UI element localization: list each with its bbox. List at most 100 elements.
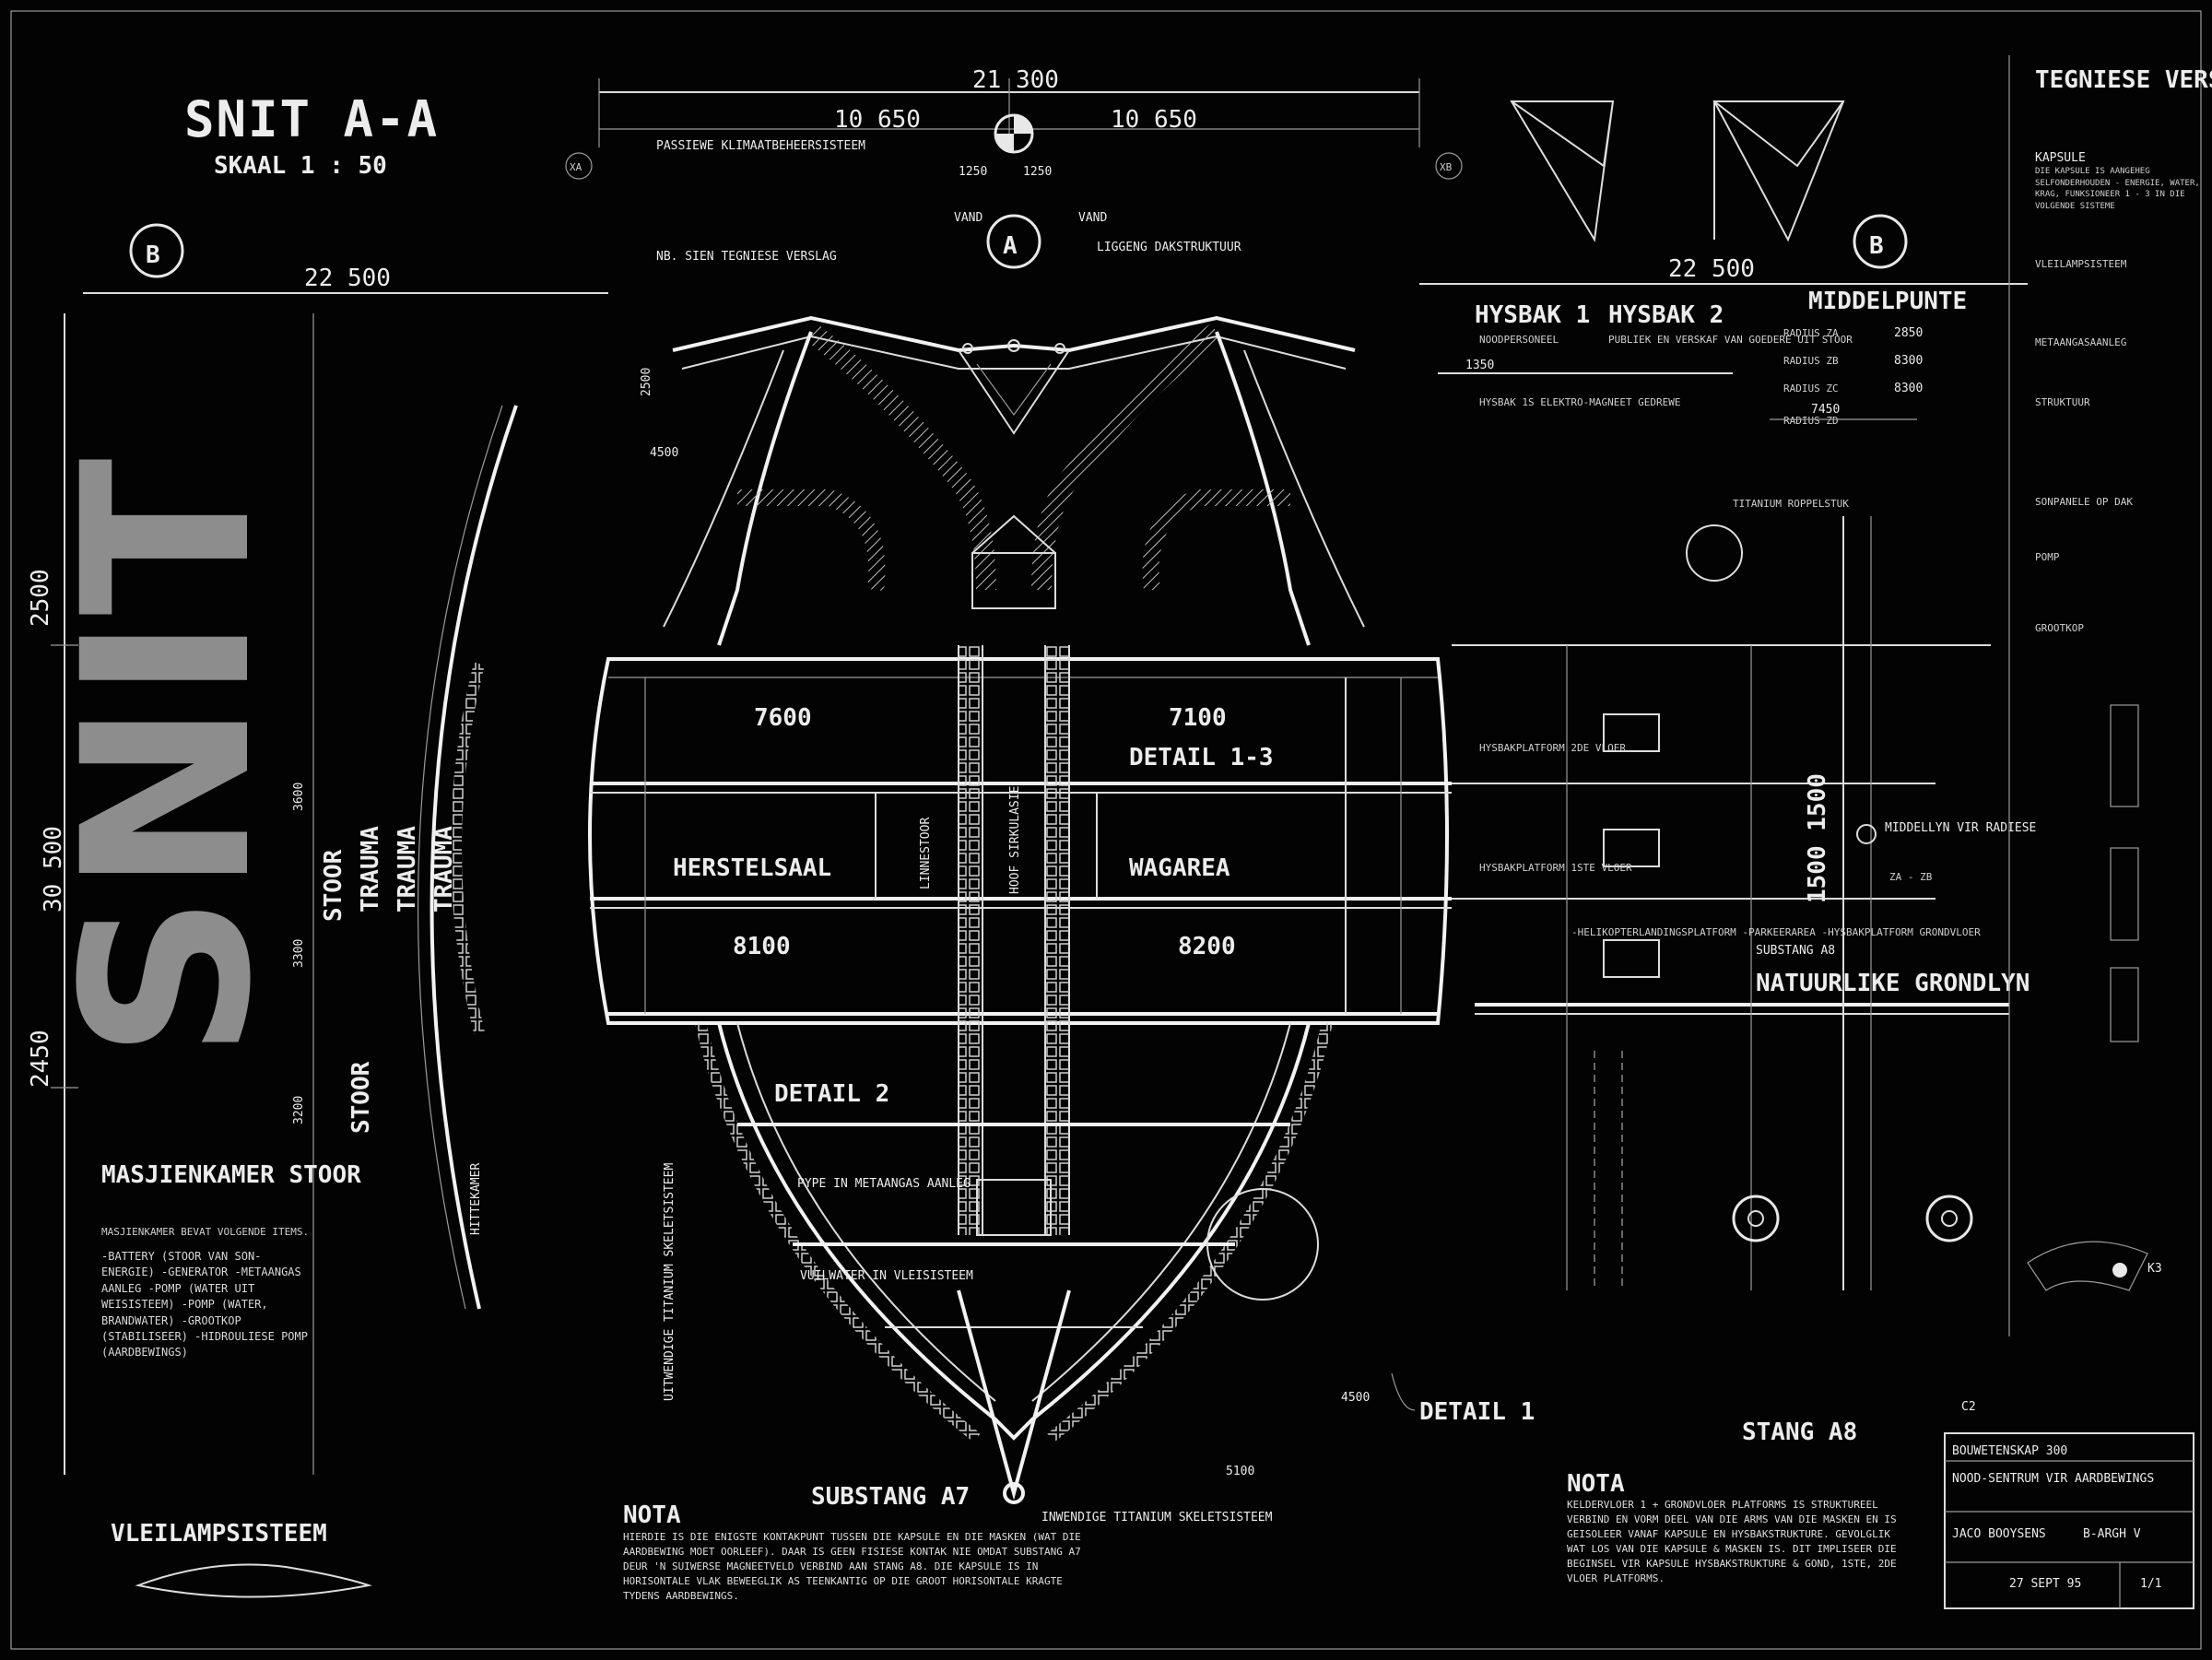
svg-text:2850: 2850	[1894, 326, 1923, 340]
report-heading: TEGNIESE VERSLAG	[2035, 66, 2212, 94]
central-lantern	[971, 552, 1056, 609]
label-hysbak-magnet: HYSBAK 1S ELEKTRO-MAGNEET GEDREWE	[1479, 396, 1681, 408]
dim-deck-right: 7100	[1169, 704, 1227, 732]
title-block-project: NOOD-SENTRUM VIR AARDBEWINGS	[1952, 1472, 2154, 1486]
label-detail-1: DETAIL 1	[1419, 1398, 1535, 1426]
svg-text:K3: K3	[2147, 1262, 2162, 1276]
label-detail-2: DETAIL 2	[774, 1080, 889, 1108]
dim-overall-width: 21 300	[972, 66, 1059, 94]
dim-height-total: 30 500	[40, 826, 67, 912]
truss-diagram-right	[1712, 100, 1845, 242]
column-ladder-left	[959, 645, 982, 1235]
report-grootkop: GROOTKOP	[2035, 622, 2084, 634]
outer-arc-left	[429, 405, 518, 1310]
dim-half-left: 10 650	[834, 106, 921, 134]
svg-text:RADIUS ZD: RADIUS ZD	[1783, 415, 1839, 427]
dim-half-right: 10 650	[1111, 106, 1197, 134]
label-stang-a8: STANG A8	[1742, 1419, 1857, 1446]
svg-text:8300: 8300	[1894, 354, 1923, 368]
svg-text:RADIUS ZA: RADIUS ZA	[1783, 327, 1839, 339]
label-roof-structure: LIGGENG DAKSTRUKTUUR	[1097, 241, 1241, 254]
snit-vertical-word: SNIT	[33, 458, 301, 1060]
svg-text:2500: 2500	[640, 368, 653, 396]
nota-right-body: KELDERVLOER 1 + GRONDVLOER PLATFORMS IS …	[1567, 1499, 1897, 1584]
room-wagarea: WAGAREA	[1129, 854, 1230, 882]
machine-items: -BATTERY (STOOR VAN SON-ENERGIE) -GENERA…	[101, 1250, 308, 1360]
dim-deck-lower-left: 8100	[733, 933, 791, 960]
lower-hull	[717, 1022, 1311, 1441]
nota-right-heading: NOTA	[1567, 1470, 1625, 1498]
report-metaangas: METAANGASAANLEG	[2035, 336, 2126, 348]
vleil-symbol	[135, 1563, 372, 1598]
truss-diagram-left	[1510, 100, 1615, 242]
svg-text:VAND: VAND	[954, 211, 982, 225]
wheel-right	[1925, 1195, 1973, 1242]
grid-marker-b-left	[129, 223, 184, 278]
label-tech-report-ref: NB. SIEN TEGNIESE VERSLAG	[656, 250, 837, 264]
title-block-course: BOUWETENSKAP 300	[1952, 1444, 2067, 1458]
svg-text:1350: 1350	[1465, 359, 1494, 372]
svg-text:RADIUS ZC: RADIUS ZC	[1783, 383, 1839, 394]
room-hoof-sirkulasie: HOOF SIRKULASIE	[1008, 786, 1022, 894]
report-kapsule: KAPSULE	[2035, 151, 2086, 165]
substang-spike	[957, 1289, 1071, 1501]
svg-text:5100: 5100	[1226, 1465, 1254, 1478]
room-linnestoor: LINNESTOOR	[919, 818, 933, 889]
label-trauma-2: TRAUMA	[394, 826, 421, 912]
label-pipe-gas: PYPE IN METAANGAS AANLEG	[797, 1177, 971, 1191]
label-substang-a8: SUBSTANG A8	[1756, 944, 1835, 958]
label-outer-titanium: UITWENDIGE TITANIUM SKELETSISTEEM	[663, 1163, 677, 1401]
label-substang-a7: SUBSTANG A7	[811, 1483, 970, 1511]
wheel-left	[1732, 1195, 1780, 1242]
svg-text:RADIUS ZB: RADIUS ZB	[1783, 355, 1839, 367]
svg-text:8300: 8300	[1894, 382, 1923, 395]
arc-ladder	[451, 662, 485, 1034]
label-stoor-top: STOOR	[320, 849, 347, 922]
label-detail-1-3: DETAIL 1-3	[1129, 744, 1274, 771]
nota-left-body: HIERDIE IS DIE ENIGSTE KONTAKPUNT TUSSEN…	[623, 1531, 1081, 1602]
dim-span-right: 22 500	[1668, 255, 1755, 283]
label-hysbak-1-desc: NOODPERSONEEL	[1479, 334, 1559, 346]
label-hysbak-platform-1: HYSBAKPLATFORM 1STE VLOER	[1479, 862, 1632, 874]
svg-text:1250: 1250	[959, 165, 987, 179]
dim-top-height: 2500	[27, 569, 54, 627]
title-block	[1944, 1432, 2194, 1609]
title-block-date: 27 SEPT 95	[2009, 1577, 2081, 1591]
svg-text:4500: 4500	[1341, 1391, 1370, 1405]
capsule-body	[588, 657, 1449, 1025]
svg-text:XA: XA	[570, 161, 582, 173]
svg-text:C2: C2	[1961, 1400, 1976, 1414]
report-pomp: POMP	[2035, 551, 2060, 563]
svg-text:4500: 4500	[650, 446, 678, 460]
roof-truss	[672, 315, 1356, 353]
label-passive-climate: PASSIEWE KLIMAATBEHEERSISTEEM	[656, 139, 865, 153]
dim-deck-left: 7600	[754, 704, 812, 732]
heading-machine-room: MASJIENKAMER STOOR	[101, 1161, 361, 1189]
label-hysbak-2-desc: PUBLIEK EN VERSKAF VAN GOEDERE UIT STOOR	[1608, 334, 1853, 346]
label-hittekamer: HITTEKAMER	[469, 1163, 483, 1235]
sheet-border	[10, 10, 2202, 1650]
column-ladder-right	[1045, 645, 1069, 1235]
report-kapsule-body: DIE KAPSULE IS AANGEHEG SELFONDERHOUDEN …	[2035, 167, 2200, 211]
label-helicopter: -HELIKOPTERLANDINGSPLATFORM -PARKEERAREA…	[1571, 926, 1981, 938]
section-scale: SKAAL 1 : 50	[214, 152, 387, 180]
label-stoor-bottom: STOOR	[347, 1061, 375, 1134]
report-struktuur: STRUKTUUR	[2035, 396, 2090, 408]
svg-text:XB: XB	[1440, 161, 1453, 173]
dim-deck-lower-right: 8200	[1178, 933, 1236, 960]
grid-marker-a	[986, 214, 1041, 269]
detail-circle-1	[1206, 1188, 1319, 1301]
svg-text:VAND: VAND	[1078, 211, 1107, 225]
grid-marker-b-right	[1853, 214, 1908, 269]
nota-left-heading: NOTA	[623, 1501, 681, 1529]
grid-label-a: A	[1003, 232, 1018, 260]
heading-middle-points: MIDDELPUNTE	[1808, 288, 1967, 315]
label-za-zb: ZA - ZB	[1889, 871, 1933, 883]
dim-bottom-height: 2450	[27, 1030, 54, 1088]
section-title: SNIT A-A	[184, 90, 439, 148]
label-vuilwater: VUILWATER IN VLEISISTEEM	[800, 1269, 973, 1283]
svg-text:3600: 3600	[292, 783, 306, 811]
grid-label-b-left: B	[146, 241, 160, 269]
report-vleilamp: VLEILAMPSISTEEM	[2035, 258, 2127, 270]
